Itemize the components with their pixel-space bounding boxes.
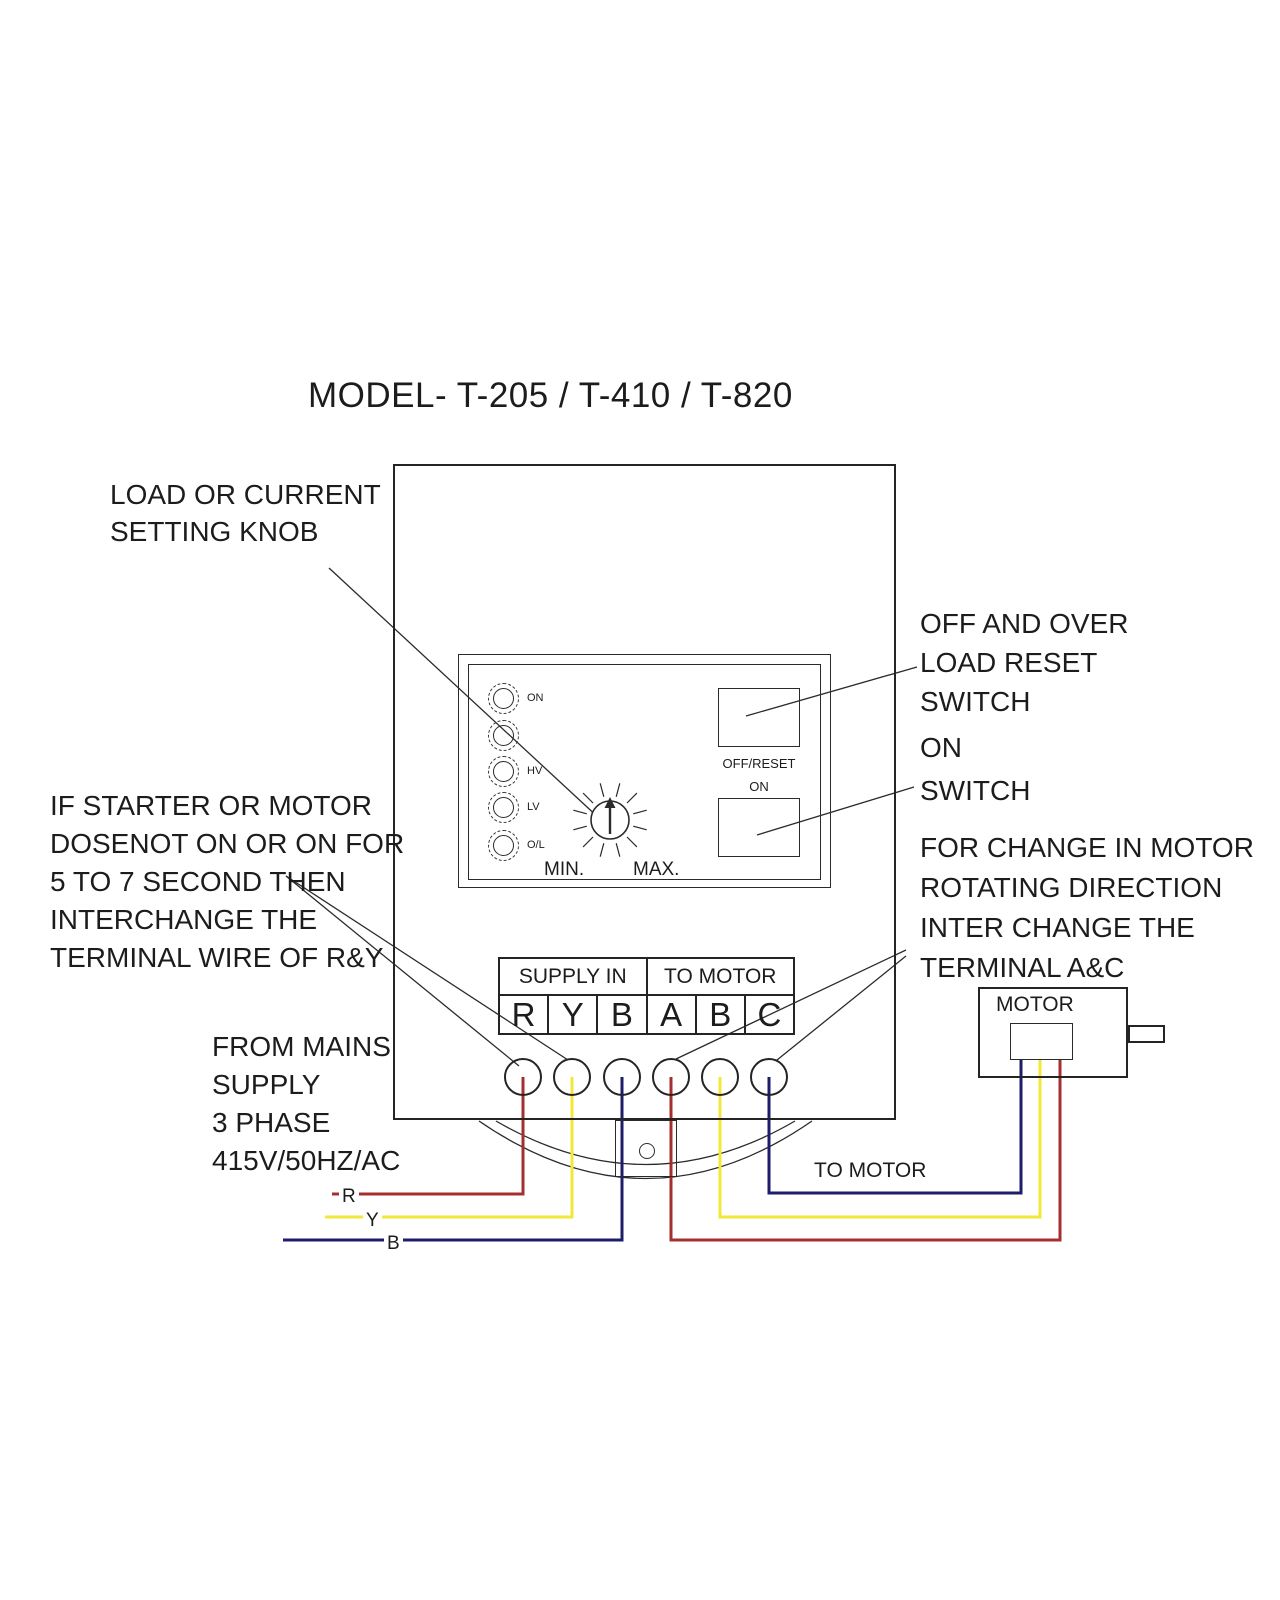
terminal-cell-c: C — [743, 996, 793, 1034]
terminal-table: SUPPLY IN TO MOTOR R Y B A B C — [498, 957, 795, 1035]
terminal-table-header: SUPPLY IN TO MOTOR — [500, 959, 793, 996]
led-blank-core — [492, 724, 514, 746]
starter-enclosure-box — [393, 464, 896, 1120]
note-line: INTER CHANGE THE — [920, 912, 1195, 943]
note-line: 5 TO 7 SECOND THEN — [50, 866, 346, 897]
phase-label-r: R — [339, 1186, 359, 1208]
led-blank — [488, 720, 519, 751]
terminal-screw-b2 — [701, 1058, 739, 1096]
note-line: DOSENOT ON OR ON FOR — [50, 828, 405, 859]
motor-box — [978, 987, 1128, 1078]
terminal-table-letters: R Y B A B C — [500, 996, 793, 1034]
note-line: SWITCH — [920, 775, 1031, 806]
note-line: FOR CHANGE IN MOTOR — [920, 832, 1254, 863]
terminal-group-supply-in: SUPPLY IN — [518, 964, 627, 988]
cable-entry-hole — [639, 1143, 655, 1159]
front-panel-inner — [468, 664, 821, 880]
terminal-screw-r — [504, 1058, 542, 1096]
note-line: TERMINAL WIRE OF R&Y — [50, 942, 384, 973]
note-line: INTERCHANGE THE — [50, 904, 318, 935]
note-line: FROM MAINS — [212, 1031, 391, 1062]
led-lv-label: LV — [527, 801, 540, 813]
note-line: LOAD OR CURRENT — [110, 479, 381, 510]
terminal-cell-a: A — [645, 996, 695, 1034]
note-line: SWITCH — [920, 686, 1031, 717]
page-title: MODEL- T-205 / T-410 / T-820 — [308, 376, 793, 415]
starter-annotation: IF STARTER OR MOTOR DOSENOT ON OR ON FOR… — [50, 787, 404, 977]
terminal-screw-a — [652, 1058, 690, 1096]
led-on-label: ON — [527, 692, 544, 704]
motor-terminal-box — [1010, 1023, 1073, 1060]
motor-label: MOTOR — [996, 993, 1074, 1016]
led-lv-core — [492, 796, 514, 818]
knob-min-label: MIN. — [544, 859, 585, 880]
terminal-screw-y — [553, 1058, 591, 1096]
note-line: IF STARTER OR MOTOR — [50, 790, 373, 821]
led-hv-label: HV — [527, 765, 543, 777]
on-switch — [718, 798, 800, 857]
phase-label-b: B — [384, 1233, 403, 1255]
on-switch-label-small: ON — [749, 779, 769, 794]
note-line: TERMINAL A&C — [920, 952, 1125, 983]
led-lv — [488, 792, 519, 823]
led-on — [488, 683, 519, 714]
led-hv-core — [492, 760, 514, 782]
terminal-group-to-motor: TO MOTOR — [645, 959, 794, 994]
led-hv — [488, 756, 519, 787]
front-panel-outer — [458, 654, 831, 888]
to-motor-label: TO MOTOR — [814, 1159, 927, 1182]
rotation-annotation: FOR CHANGE IN MOTOR ROTATING DIRECTION I… — [920, 828, 1254, 988]
note-line: ON — [920, 732, 962, 763]
mains-annotation: FROM MAINS SUPPLY 3 PHASE 415V/50HZ/AC — [212, 1028, 400, 1180]
off-reset-annotation: OFF AND OVER LOAD RESET SWITCH — [920, 604, 1128, 721]
led-ol-core — [492, 834, 514, 856]
terminal-screw-c — [750, 1058, 788, 1096]
led-ol-label: O/L — [527, 839, 545, 851]
on-switch-annotation: ON SWITCH — [920, 726, 1030, 812]
note-line: LOAD RESET — [920, 647, 1098, 678]
note-line: OFF AND OVER — [920, 608, 1129, 639]
knob-annotation: LOAD OR CURRENT SETTING KNOB — [110, 476, 381, 550]
terminal-cell-b: B — [596, 996, 645, 1034]
off-reset-switch-label: OFF/RESET — [722, 756, 796, 771]
note-line: ROTATING DIRECTION — [920, 872, 1223, 903]
note-line: 3 PHASE — [212, 1107, 331, 1138]
phase-label-y: Y — [363, 1210, 382, 1232]
led-on-core — [492, 687, 514, 709]
terminal-cell-y: Y — [547, 996, 596, 1034]
terminal-screw-b — [603, 1058, 641, 1096]
cable-entry-tab — [615, 1120, 677, 1177]
terminal-cell-r: R — [511, 996, 536, 1033]
motor-shaft — [1128, 1025, 1165, 1043]
off-reset-switch — [718, 688, 800, 747]
note-line: 415V/50HZ/AC — [212, 1145, 401, 1176]
note-line: SETTING KNOB — [110, 516, 319, 547]
note-line: SUPPLY — [212, 1069, 321, 1100]
led-ol — [488, 830, 519, 861]
knob-max-label: MAX. — [633, 859, 680, 880]
terminal-cell-b2: B — [694, 996, 744, 1034]
